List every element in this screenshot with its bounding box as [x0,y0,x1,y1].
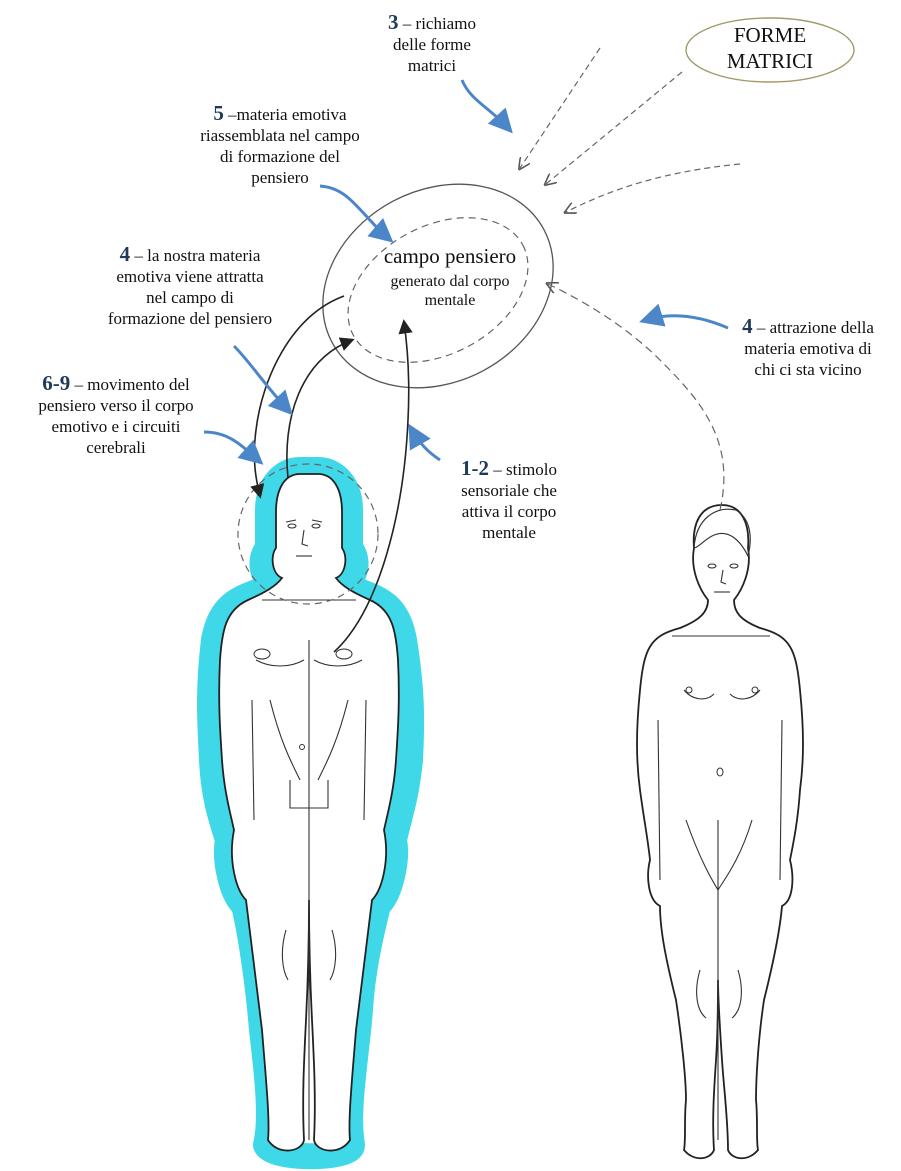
label-4-left-line1: – la nostra materia [134,246,260,265]
label-6-9-line3: emotivo e i circuiti [6,416,226,437]
campo-pensiero-sub2: mentale [352,291,548,310]
label-5-line2: riassemblata nel campo [170,125,390,146]
label-3-line1: – richiamo [403,14,476,33]
label-4-left: 4 – la nostra materia emotiva viene attr… [80,244,300,329]
pointer-arrow-12 [412,430,440,460]
label-1-2-number: 1-2 [461,456,489,480]
forme-matrici-label: FORME MATRICI [686,22,854,74]
pointer-arrow-5 [320,186,388,238]
label-5-line1: –materia emotiva [228,105,346,124]
label-5: 5 –materia emotiva riassemblata nel camp… [170,103,390,188]
label-3-line2: delle forme [362,34,502,55]
campo-pensiero-sub1: generato dal corpo [352,272,548,291]
forme-matrici-line2: MATRICI [686,48,854,74]
forme-arrow-3 [566,164,740,212]
label-3-line3: matrici [362,55,502,76]
label-6-9-number: 6-9 [42,371,70,395]
label-4-left-line4: formazione del pensiero [80,308,300,329]
male-figure [210,464,411,1156]
label-4-right: 4 – attrazione della materia emotiva di … [716,316,900,380]
label-4-left-line3: nel campo di [80,287,300,308]
female-body-outline [637,505,803,1158]
label-4-right-line1: – attrazione della [757,318,874,337]
female-figure [637,505,803,1158]
label-6-9-line4: cerebrali [6,437,226,458]
label-4-left-number: 4 [120,242,131,266]
forme-arrow-2 [546,72,682,184]
label-5-line3: di formazione del [170,146,390,167]
label-1-2-line3: attiva il corpo [434,501,584,522]
label-1-2-line1: – stimolo [493,460,557,479]
label-3-number: 3 [388,10,399,34]
pointer-arrow-3 [462,80,508,128]
label-6-9: 6-9 – movimento del pensiero verso il co… [6,373,226,458]
label-3: 3 – richiamo delle forme matrici [362,12,502,76]
label-4-left-line2: emotiva viene attratta [80,266,300,287]
campo-pensiero-title: campo pensiero [352,244,548,269]
label-5-number: 5 [213,101,224,125]
label-5-line4: pensiero [170,167,390,188]
forme-matrici-line1: FORME [686,22,854,48]
label-6-9-line2: pensiero verso il corpo [6,395,226,416]
label-4-right-line2: materia emotiva di [716,338,900,359]
label-1-2: 1-2 – stimolo sensoriale che attiva il c… [434,458,584,543]
label-1-2-line4: mentale [434,522,584,543]
label-1-2-line2: sensoriale che [434,480,584,501]
label-6-9-line1: – movimento del [75,375,190,394]
label-4-right-number: 4 [742,314,753,338]
label-4-right-line3: chi ci sta vicino [716,359,900,380]
